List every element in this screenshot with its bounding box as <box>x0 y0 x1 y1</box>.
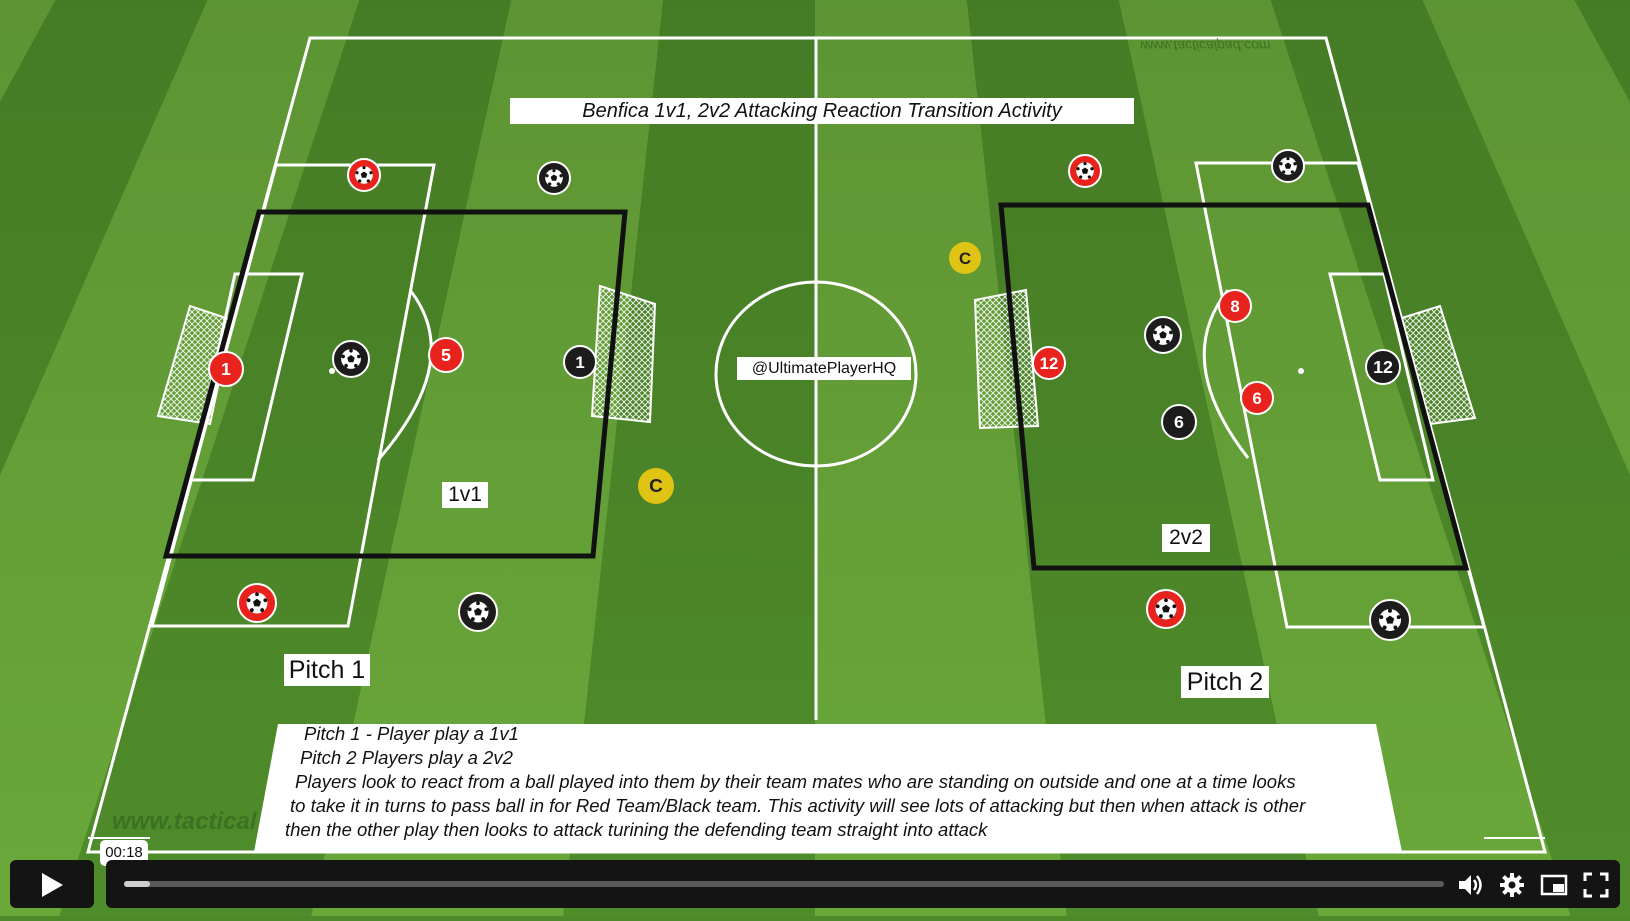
coach-marker: C <box>949 242 981 274</box>
play-icon <box>40 872 64 898</box>
black-player-6: 6 <box>1162 405 1196 439</box>
red-player-6: 6 <box>1241 382 1273 414</box>
red-team-ball-carrier <box>1069 155 1101 187</box>
watermark-bottom: www.tactical <box>112 808 257 836</box>
svg-text:8: 8 <box>1230 297 1239 316</box>
black-team-ball-carrier <box>333 341 369 377</box>
fullscreen-icon[interactable] <box>1582 871 1610 899</box>
svg-text:6: 6 <box>1252 389 1261 408</box>
progress-bar[interactable] <box>124 881 1444 887</box>
play-button[interactable] <box>10 860 94 908</box>
red-player-5: 5 <box>429 338 463 372</box>
description-line: Players look to react from a ball played… <box>295 770 1408 794</box>
svg-text:12: 12 <box>1373 357 1393 377</box>
black-player-1: 1 <box>564 346 596 378</box>
description-line: to take it in turns to pass ball in for … <box>290 794 1408 818</box>
red-player-8: 8 <box>1219 290 1251 322</box>
coach-marker: C <box>638 468 674 504</box>
diagram-title: Benfica 1v1, 2v2 Attacking Reaction Tran… <box>510 98 1134 124</box>
red-team-ball-carrier <box>238 584 276 622</box>
black-team-ball-carrier <box>538 162 570 194</box>
description-line: then the other play then looks to attack… <box>285 818 1408 842</box>
svg-text:C: C <box>959 249 971 268</box>
black-team-ball-carrier <box>1272 150 1304 182</box>
svg-text:12: 12 <box>1040 354 1059 373</box>
svg-text:1: 1 <box>221 359 231 379</box>
control-bar <box>106 860 1620 908</box>
pitch-2-label: Pitch 2 <box>1181 666 1269 698</box>
red-team-ball-carrier <box>1147 590 1185 628</box>
left-small-goal <box>592 286 655 422</box>
black-player-12: 12 <box>1366 350 1400 384</box>
description-line: Pitch 1 - Player play a 1v1 <box>304 722 1408 746</box>
black-team-ball-carrier <box>459 593 497 631</box>
video-controls <box>0 858 1630 916</box>
watermark-top: www.tacticalpad.com <box>1140 38 1271 54</box>
volume-icon[interactable] <box>1456 871 1484 899</box>
zone-label-2v2: 2v2 <box>1162 524 1210 552</box>
black-team-ball-carrier <box>1145 317 1181 353</box>
description-line: Pitch 2 Players play a 2v2 <box>300 746 1408 770</box>
description-text: Pitch 1 - Player play a 1v1 Pitch 2 Play… <box>288 722 1408 842</box>
settings-icon[interactable] <box>1498 871 1526 899</box>
red-player-1: 1 <box>209 352 243 386</box>
social-handle: @UltimatePlayerHQ <box>737 357 911 380</box>
svg-text:6: 6 <box>1174 412 1184 432</box>
picture-in-picture-icon[interactable] <box>1540 871 1568 899</box>
progress-fill <box>124 881 150 887</box>
zone-label-1v1: 1v1 <box>442 482 488 508</box>
black-team-ball-carrier <box>1370 600 1410 640</box>
right-small-goal <box>975 290 1038 428</box>
svg-text:1: 1 <box>575 353 584 372</box>
red-player-12: 12 <box>1033 347 1065 379</box>
red-team-ball-carrier <box>348 159 380 191</box>
svg-text:5: 5 <box>441 345 451 365</box>
svg-text:C: C <box>649 476 663 497</box>
pitch-1-label: Pitch 1 <box>284 654 370 686</box>
